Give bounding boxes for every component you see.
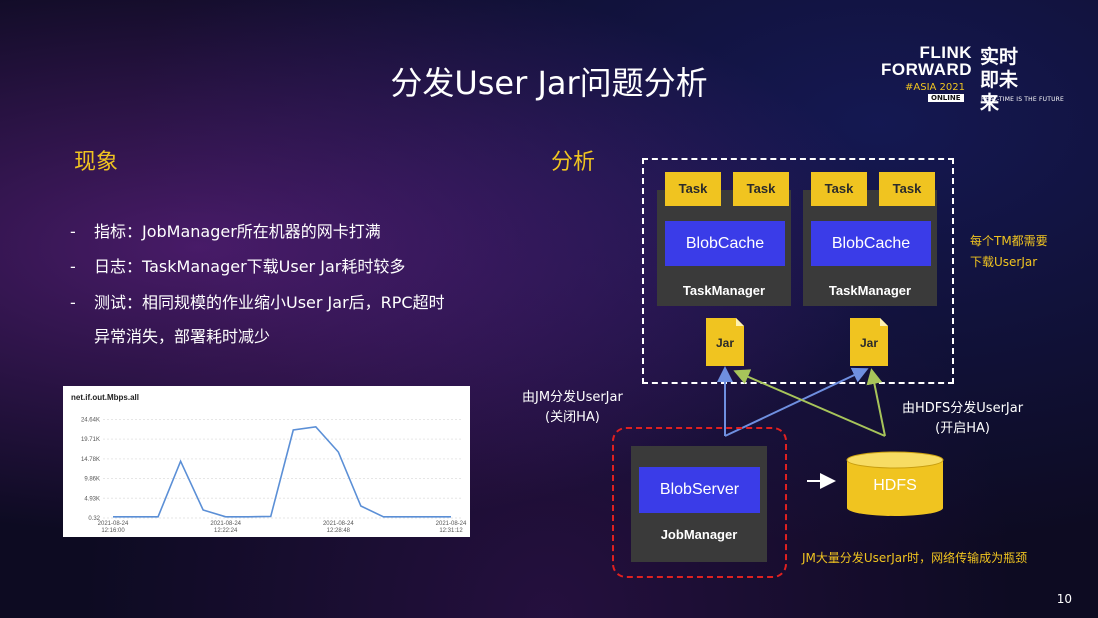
arrow-hdfs-to-jar1	[733, 369, 886, 437]
bullet-text: 日志：TaskManager下载User Jar耗时较多	[94, 257, 406, 276]
bullet-item: -测试：相同规模的作业缩小User Jar后，RPC超时	[70, 289, 445, 313]
note-line: 每个TM都需要	[970, 234, 1048, 248]
bullet-dash: -	[70, 293, 76, 312]
chart-x-tick-label: 12:16:00	[101, 528, 125, 534]
taskmanagers-group	[642, 158, 954, 384]
task-block: Task	[811, 172, 867, 206]
arrows-layer: Jar Jar HDFS	[706, 318, 944, 516]
chart-y-tick-label: 24.64K	[81, 417, 100, 423]
task-block: Task	[879, 172, 935, 206]
blobcache-block: BlobCache	[811, 221, 931, 266]
chart-y-tick-label: 14.78K	[81, 457, 100, 463]
jobmanager-label: JobManager	[660, 527, 738, 542]
chart-title: net.if.out.Mbps.all	[71, 393, 139, 402]
chart-y-tick-label: 0.32	[88, 516, 100, 522]
logo-cn: 实时即未来	[980, 46, 1019, 114]
note-tm-download: 每个TM都需要 下载UserJar	[970, 231, 1048, 273]
logo-line2: FORWARD	[880, 60, 972, 79]
flink-forward-logo: FLINK FORWARD	[868, 44, 972, 78]
task-block: Task	[733, 172, 789, 206]
hdfs-path-note: 由HDFS分发UserJar (开启HA)	[902, 399, 1023, 439]
arrow-jm-to-jar2	[724, 367, 869, 437]
chart-x-tick-label: 2021-08-24	[210, 521, 241, 527]
bullet-dash: -	[70, 222, 76, 241]
note-line: 由JM分发UserJar	[522, 390, 623, 405]
bullet-item: -日志：TaskManager下载User Jar耗时较多	[70, 253, 405, 277]
network-chart: net.if.out.Mbps.all 0.32 4.93K 9.86K 14.78K…	[63, 386, 470, 537]
jar-file-icon: Jar	[706, 318, 744, 366]
logo-online-badge: ONLINE	[928, 94, 964, 102]
bullet-dash: -	[70, 257, 76, 276]
chart-y-tick-label: 19.71K	[81, 437, 100, 443]
note-line: 下载UserJar	[970, 255, 1038, 269]
hdfs-cylinder-icon: HDFS	[846, 451, 944, 516]
jm-path-note: 由JM分发UserJar (关闭HA)	[522, 388, 623, 428]
blobcache-block: BlobCache	[665, 221, 785, 266]
hdfs-label: HDFS	[873, 477, 917, 494]
jar-label: Jar	[860, 336, 878, 350]
chart-x-tick-label: 12:31:12	[439, 528, 463, 534]
chart-x-tick-label: 2021-08-24	[436, 521, 467, 527]
slide-title: 分发User Jar问题分析	[390, 64, 708, 102]
note-line: (开启HA)	[935, 421, 990, 436]
jar-label: Jar	[716, 336, 734, 350]
logo-tagline: REAL-TIME IS THE FUTURE	[981, 96, 1065, 103]
chart-series-line	[113, 425, 451, 518]
chart-y-tick-label: 9.86K	[84, 477, 100, 483]
logo-line1: FLINK	[919, 43, 972, 62]
note-line: (关闭HA)	[545, 410, 600, 425]
taskmanager-label: TaskManager	[828, 283, 912, 298]
taskmanager-label: TaskManager	[682, 283, 766, 298]
note-line: 由HDFS分发UserJar	[902, 401, 1024, 416]
heading-analysis: 分析	[551, 150, 596, 175]
chart-x-tick-label: 12:22:24	[214, 528, 238, 534]
bottleneck-note: JM大量分发UserJar时，网络传输成为瓶颈	[802, 551, 1028, 565]
bullet-text: 异常消失，部署耗时减少	[94, 327, 271, 346]
bullet-item: -指标：JobManager所在机器的网卡打满	[70, 218, 381, 242]
logo-sub: #ASIA 2021	[905, 82, 965, 93]
page-number: 10	[1056, 592, 1072, 606]
arrow-hdfs-to-jar2	[866, 368, 886, 437]
bullet-text: 指标：JobManager所在机器的网卡打满	[94, 222, 381, 241]
jar-file-icon: Jar	[850, 318, 888, 366]
chart-x-tick-label: 12:28:48	[327, 528, 351, 534]
chart-y-tick-label: 4.93K	[84, 496, 100, 502]
bullet-item: 异常消失，部署耗时减少	[70, 323, 270, 347]
chart-x-tick-label: 2021-08-24	[98, 521, 129, 527]
heading-phenomenon: 现象	[74, 150, 119, 175]
network-chart-svg: net.if.out.Mbps.all 0.32 4.93K 9.86K 14.78K…	[71, 393, 467, 534]
jobmanager-highlight	[612, 427, 787, 578]
chart-x-tick-label: 2021-08-24	[323, 521, 354, 527]
bullet-text: 测试：相同规模的作业缩小User Jar后，RPC超时	[94, 293, 445, 312]
blobserver-block: BlobServer	[639, 467, 760, 513]
task-block: Task	[665, 172, 721, 206]
